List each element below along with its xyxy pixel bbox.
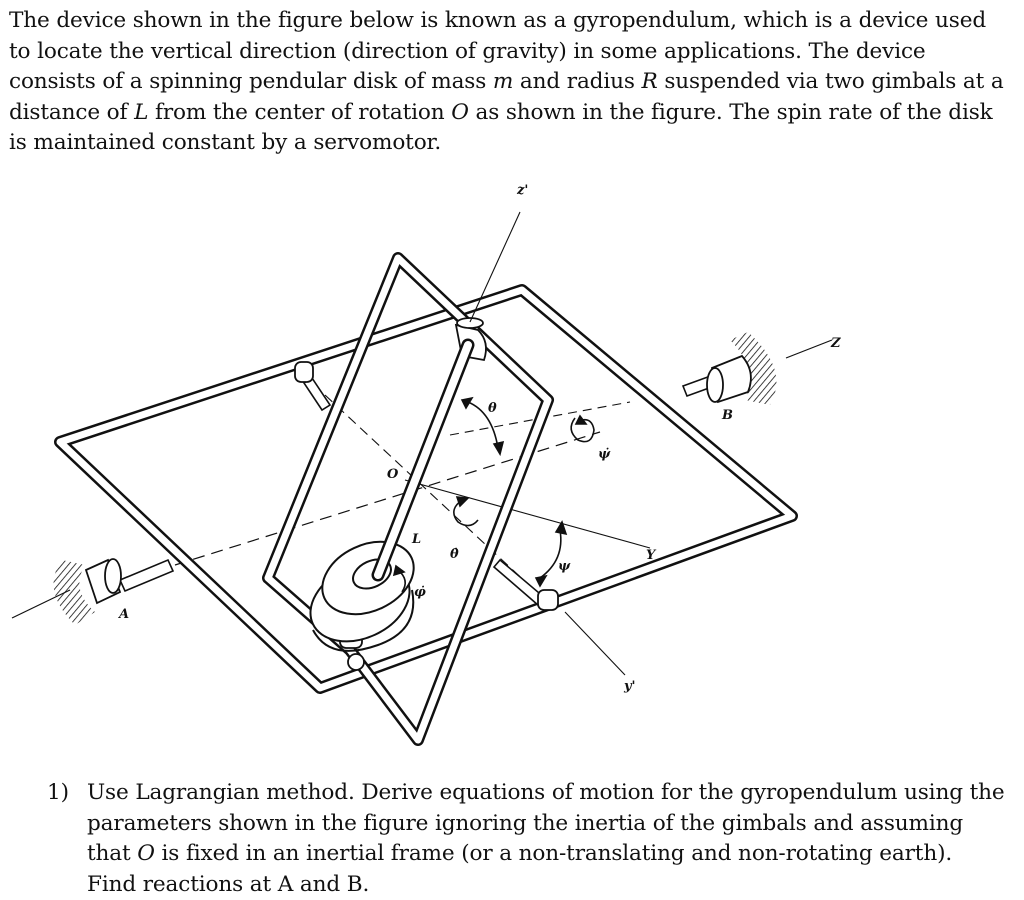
z-prime-axis — [470, 212, 520, 322]
text-run: consists of a spinning pendular disk of … — [9, 69, 493, 94]
statement-line: to locate the vertical direction (direct… — [9, 37, 1019, 68]
label-theta-dot: θ̇ — [450, 547, 459, 562]
statement-line: The device shown in the figure below is … — [9, 6, 1019, 37]
text-run: distance of — [9, 100, 134, 125]
question-number: 1) — [47, 778, 69, 809]
symbol-l: L — [134, 100, 148, 125]
statement-line: distance of L from the center of rotatio… — [9, 98, 1019, 129]
text-run: and radius — [513, 69, 641, 94]
pendulum-rod — [378, 345, 468, 575]
text-run: as shown in the figure. The spin rate of… — [469, 100, 993, 125]
label-l: L — [411, 532, 421, 547]
label-a: A — [117, 607, 129, 622]
question-line: Use Lagrangian method. Derive equations … — [87, 778, 1022, 809]
symbol-m: m — [493, 69, 513, 94]
label-z: Z — [830, 336, 841, 351]
theta-dot-arrow — [454, 500, 478, 526]
text-run: from the center of rotation — [148, 100, 451, 125]
label-phi-dot: φ̇ — [414, 585, 426, 600]
question-line: parameters shown in the figure ignoring … — [87, 809, 1022, 840]
gyropendulum-figure: z' Z B θ ψ̇ O L θ̇ Y ψ φ̇ A y' — [0, 170, 1024, 760]
label-theta: θ — [488, 401, 497, 416]
statement-line: consists of a spinning pendular disk of … — [9, 67, 1019, 98]
question-body: Use Lagrangian method. Derive equations … — [87, 778, 1022, 900]
label-o: O — [387, 467, 399, 482]
problem-statement: The device shown in the figure below is … — [9, 6, 1019, 159]
label-b: B — [721, 408, 733, 423]
pendular-disk — [298, 528, 426, 657]
bearing-b — [707, 356, 751, 402]
statement-line: is maintained constant by a servomotor. — [9, 128, 1019, 159]
question-line: Find reactions at A and B. — [87, 870, 1022, 900]
label-psi: ψ — [558, 559, 571, 574]
text-run: that — [87, 841, 137, 866]
question-line: that O is fixed in an inertial frame (or… — [87, 839, 1022, 870]
label-psi-dot: ψ̇ — [598, 447, 611, 462]
text-run: suspended via two gimbals at a — [658, 69, 1004, 94]
bearing-a — [86, 559, 121, 603]
symbol-r: R — [642, 69, 658, 94]
label-y-prime: y' — [623, 679, 636, 694]
text-run: is fixed in an inertial frame (or a non-… — [155, 841, 952, 866]
label-z-prime: z' — [516, 183, 528, 198]
figure-labels: z' Z B θ ψ̇ O L θ̇ Y ψ φ̇ A y' — [117, 183, 841, 694]
symbol-o: O — [137, 841, 155, 866]
symbol-o: O — [451, 100, 469, 125]
